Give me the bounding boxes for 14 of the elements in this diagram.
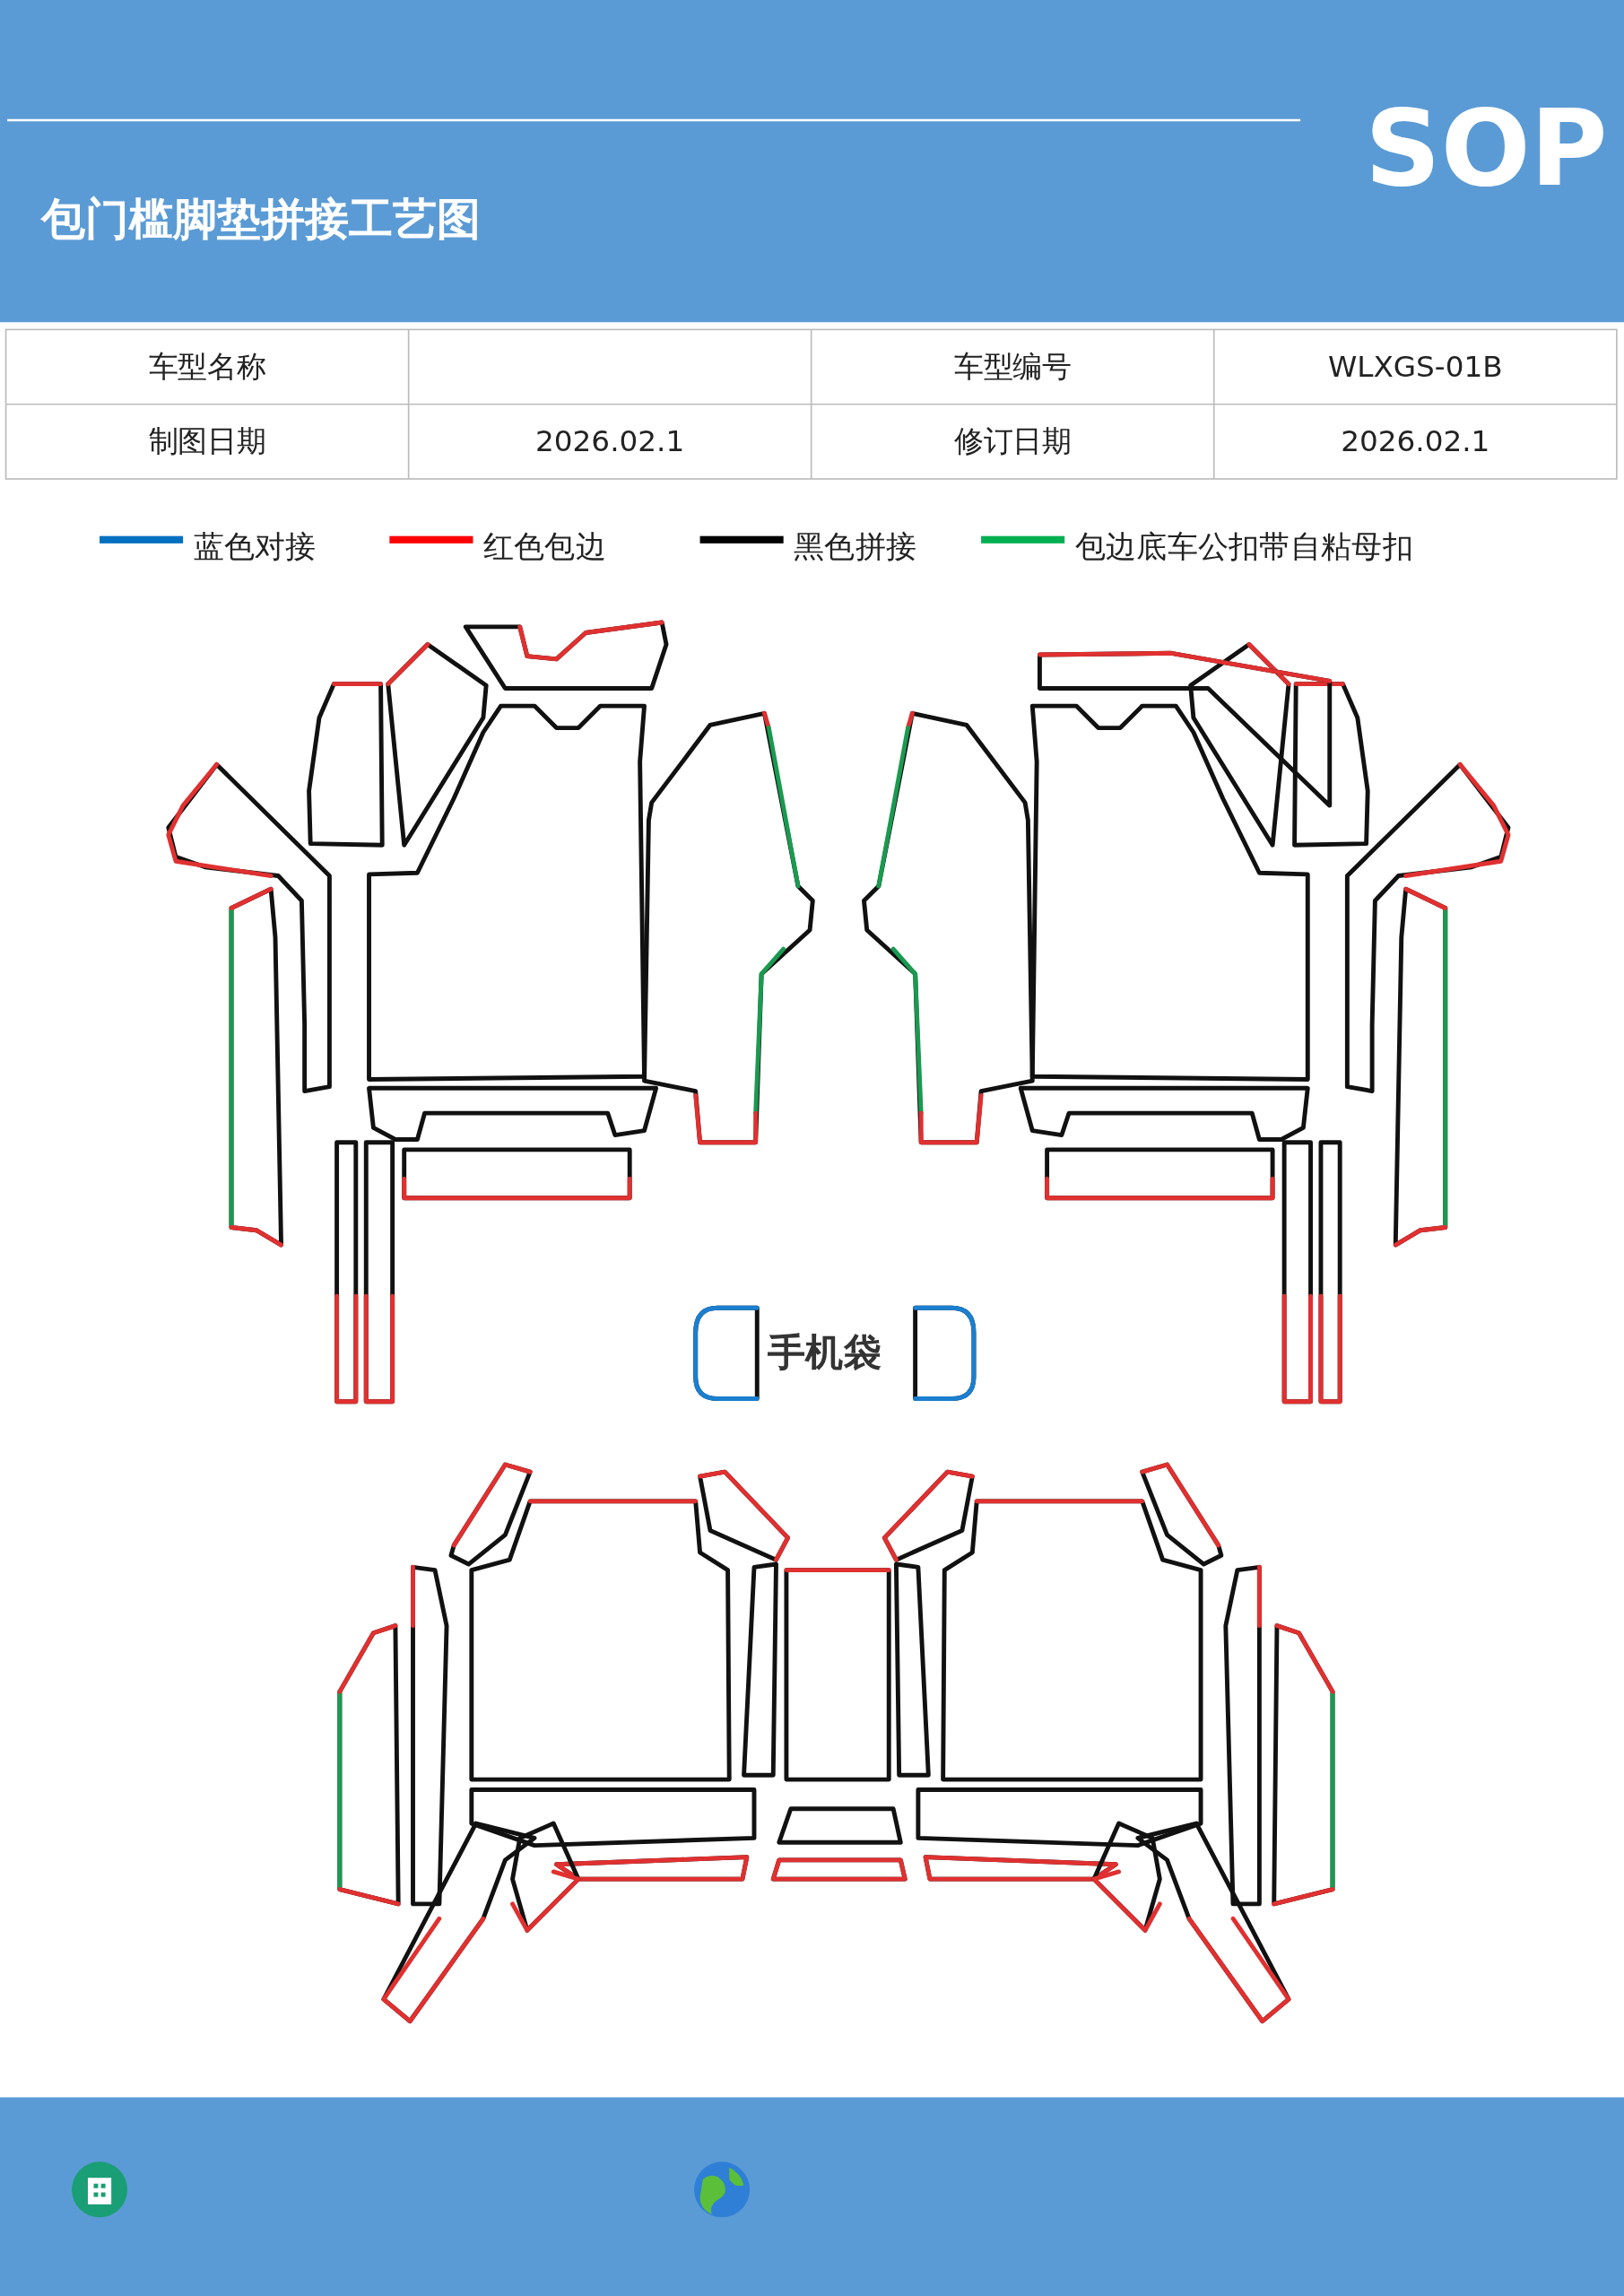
pocket-label: 手机袋 (767, 1329, 882, 1376)
table-text: 2026.02.1 (534, 422, 686, 459)
table-text: 制图日期 (147, 422, 267, 459)
table-text: 车型编号 (952, 348, 1073, 384)
table-text: 车型名称 (147, 348, 267, 384)
legend-text: 包边底车公扣带自粘母扣 (1074, 528, 1413, 566)
table-text: WLXGS-01B (1326, 348, 1504, 384)
legend-text: 蓝色对接 (193, 528, 317, 566)
page-title: 包门槛脚垫拼接工艺图 (40, 193, 481, 247)
legend-text: 红色包边 (482, 528, 607, 566)
table-text: 修订日期 (952, 422, 1073, 459)
table-text: 2026.02.1 (1340, 422, 1491, 459)
legend-text: 黑色拼接 (794, 528, 917, 566)
sop-heading: SOP (1364, 85, 1608, 212)
